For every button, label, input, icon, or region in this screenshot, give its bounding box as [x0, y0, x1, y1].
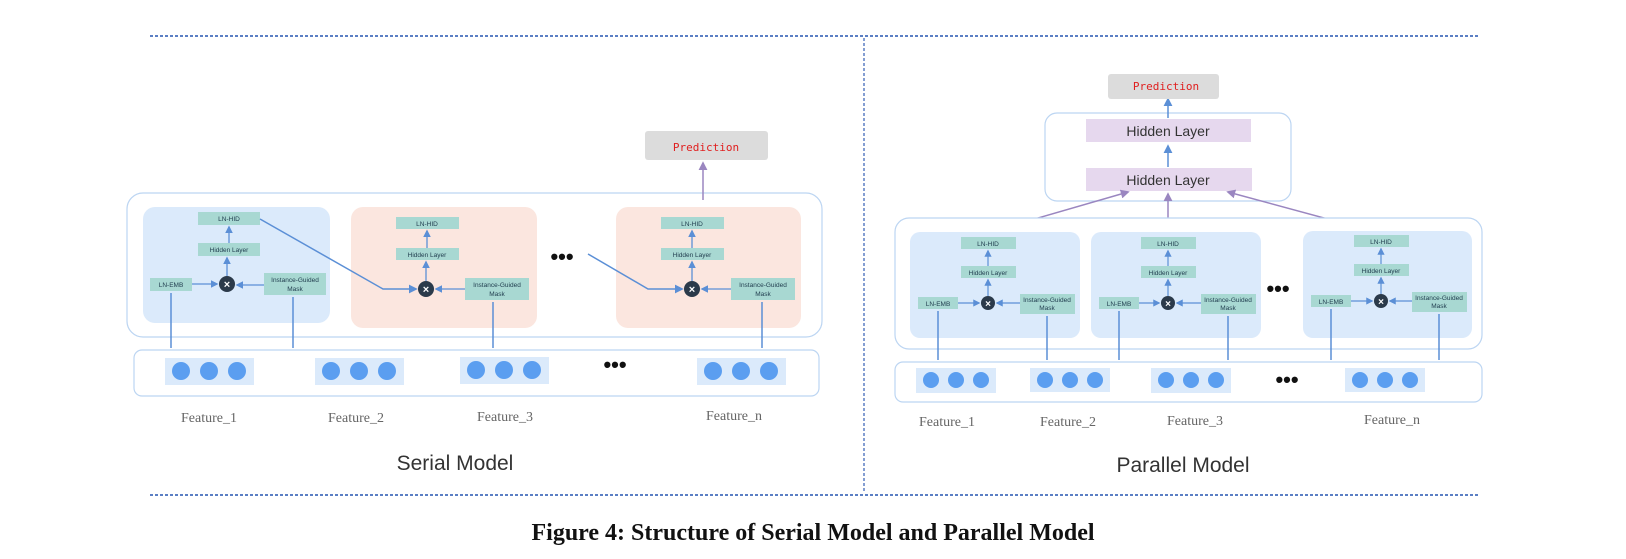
serial-prediction-box [645, 131, 768, 160]
ln-hid-label: LN-HID [977, 241, 999, 248]
parallel-feature-label-n: Feature_n [1364, 413, 1420, 428]
mask-label-line2: Mask [287, 286, 303, 293]
mask-label-line2: Mask [1220, 305, 1236, 312]
mask-label-line1: Instance-Guided [1023, 297, 1071, 304]
serial-connector-n [587, 253, 684, 294]
mask-label-line1: Instance-Guided [1415, 295, 1463, 302]
parallel-block-n-content: LN-HID Hidden Layer LN-EMB × Instance-Gu… [1311, 235, 1467, 312]
serial-block-1-content: LN-HID Hidden Layer LN-EMB × Instance-Gu… [150, 212, 326, 295]
parallel-feature-ellipsis: ••• [1275, 367, 1298, 392]
serial-feature-group-n [697, 358, 786, 385]
mask-label-line2: Mask [489, 291, 505, 298]
mask-label-line1: Instance-Guided [739, 282, 787, 289]
parallel-model: Hidden Layer Hidden Layer Prediction LN-… [894, 74, 1483, 477]
ln-hid-label: LN-HID [416, 221, 438, 228]
parallel-feature-group-3 [1151, 368, 1231, 393]
parallel-prediction-label: Prediction [1133, 80, 1199, 93]
hidden-layer-label: Hidden Layer [1149, 270, 1188, 277]
hidden-layer-label: Hidden Layer [1362, 268, 1401, 275]
hidden-layer-label: Hidden Layer [408, 252, 447, 259]
parallel-feature-group-2 [1030, 368, 1110, 392]
serial-connector-1 [259, 218, 418, 294]
serial-feature-label-3: Feature_3 [477, 410, 533, 425]
hidden-layer-label: Hidden Layer [969, 270, 1008, 277]
parallel-feature-group-1 [916, 368, 996, 393]
multiply-icon: × [1378, 297, 1384, 308]
parallel-block-ellipsis: ••• [1266, 276, 1289, 301]
serial-feature-ellipsis: ••• [603, 352, 626, 377]
multiply-icon: × [1165, 299, 1171, 310]
mask-label-line2: Mask [1039, 305, 1055, 312]
hidden-layer-label: Hidden Layer [673, 252, 712, 259]
ln-emb-label: LN-EMB [1319, 299, 1344, 306]
parallel-block-1-content: LN-HID Hidden Layer LN-EMB × Instance-Gu… [918, 237, 1075, 314]
serial-block-n-content: LN-HID Hidden Layer × Instance-Guided Ma… [661, 217, 795, 300]
mask-label-line1: Instance-Guided [271, 277, 319, 284]
parallel-feature-label-3: Feature_3 [1167, 414, 1223, 429]
serial-feature-label-2: Feature_2 [328, 411, 384, 426]
ln-emb-label: LN-EMB [1107, 301, 1132, 308]
serial-block-ellipsis: ••• [550, 244, 573, 269]
serial-feature-group-2 [315, 358, 404, 385]
ln-emb-label: LN-EMB [926, 301, 951, 308]
serial-feature-group-3 [460, 357, 549, 384]
parallel-feature-label-2: Feature_2 [1040, 415, 1096, 430]
serial-block-2-content: LN-HID Hidden Layer × Instance-Guided Ma… [396, 217, 529, 300]
ln-emb-label: LN-EMB [159, 282, 184, 289]
parallel-hidden-layer-top-label: Hidden Layer [1126, 123, 1210, 139]
parallel-model-title: Parallel Model [1116, 454, 1249, 477]
parallel-hidden-layer-top [1086, 119, 1251, 142]
multiply-icon: × [224, 279, 230, 291]
parallel-feature-label-1: Feature_1 [919, 415, 975, 430]
serial-model: LN-HID Hidden Layer LN-EMB × Instance-Gu… [126, 131, 823, 475]
mask-label-line2: Mask [755, 291, 771, 298]
ln-hid-label: LN-HID [218, 216, 240, 223]
ln-hid-label: LN-HID [1157, 241, 1179, 248]
parallel-prediction-box [1108, 74, 1219, 99]
serial-feature-group-1 [165, 358, 254, 385]
serial-feature-label-1: Feature_1 [181, 411, 237, 426]
ln-hid-label: LN-HID [1370, 239, 1392, 246]
mask-label-line1: Instance-Guided [1204, 297, 1252, 304]
serial-model-title: Serial Model [397, 452, 514, 475]
parallel-feature-group-n [1345, 368, 1425, 392]
multiply-icon: × [985, 299, 991, 310]
multiply-icon: × [689, 284, 695, 296]
figure-caption: Figure 4: Structure of Serial Model and … [531, 520, 1095, 546]
parallel-block-n [1303, 231, 1472, 338]
serial-prediction-label: Prediction [673, 141, 739, 154]
parallel-hidden-layer-bottom [1086, 168, 1252, 191]
mask-label-line1: Instance-Guided [473, 282, 521, 289]
parallel-block-2-content: LN-HID Hidden Layer LN-EMB × Instance-Gu… [1099, 237, 1256, 314]
serial-feature-label-n: Feature_n [706, 409, 762, 424]
mask-label-line2: Mask [1431, 303, 1447, 310]
multiply-icon: × [423, 284, 429, 296]
ln-hid-label: LN-HID [681, 221, 703, 228]
parallel-hidden-layer-bottom-label: Hidden Layer [1126, 172, 1210, 188]
hidden-layer-label: Hidden Layer [210, 247, 249, 254]
